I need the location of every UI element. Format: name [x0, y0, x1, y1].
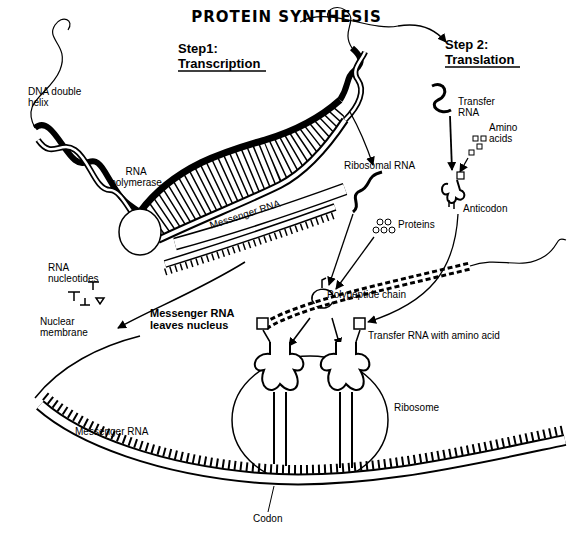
- mrna-backbone: [40, 405, 565, 479]
- dna-helix-strand: [345, 52, 365, 120]
- amino-acid-square: [473, 136, 478, 141]
- flow-arrow: [398, 25, 446, 42]
- protein-dot: [385, 219, 391, 225]
- part-label: Codon: [253, 513, 282, 524]
- rna-polymerase: [119, 209, 161, 255]
- flow-arrow: [450, 116, 452, 170]
- step-heading: Step1: Transcription: [178, 42, 270, 71]
- part-label: Proteins: [398, 219, 435, 230]
- part-label: DNA double helix: [28, 86, 90, 108]
- part-label: Messenger RNA: [75, 426, 148, 437]
- protein-dot: [377, 219, 383, 225]
- flow-arrow: [332, 318, 340, 346]
- flow-arrow: [350, 112, 373, 165]
- dna-strand-end: [31, 19, 70, 128]
- ribosomal-rna: [353, 172, 382, 212]
- ribosome-subunit: [322, 278, 326, 288]
- protein-dots: [373, 219, 395, 233]
- part-label: Nuclear membrane: [40, 316, 98, 338]
- step-heading: Messenger RNA leaves nucleus: [150, 307, 270, 332]
- step-heading: Step 2: Translation: [445, 38, 525, 67]
- part-label: Anticodon: [463, 203, 507, 214]
- part-label: Transfer RNA with amino acid: [368, 330, 500, 341]
- flow-arrow: [336, 237, 374, 289]
- amino-acid-square: [469, 150, 474, 155]
- protein-dot: [389, 227, 395, 233]
- amino-acid-link: [263, 330, 360, 342]
- amino-acid-square: [257, 318, 268, 329]
- transfer-rna: [432, 85, 451, 112]
- amino-acid-square: [481, 136, 486, 141]
- protein-dot: [373, 227, 379, 233]
- diagram-title: PROTEIN SYNTHESIS: [0, 8, 573, 26]
- part-label: Ribosomal RNA: [344, 160, 415, 171]
- transfer-rna: [321, 342, 370, 390]
- part-label: Transfer RNA: [458, 96, 508, 118]
- transfer-rna-stem: [340, 392, 352, 468]
- transfer-rna-stem: [274, 392, 286, 466]
- amino-acid-squares: [469, 136, 486, 155]
- part-label: Ribosome: [394, 402, 439, 413]
- amino-acid-square: [477, 144, 482, 149]
- part-label: RNA polymerase: [106, 166, 166, 188]
- flow-arrow: [460, 158, 468, 172]
- part-label: Amino acids: [489, 122, 529, 144]
- mrna-bases: [165, 215, 335, 272]
- transfer-rna-charged: [442, 180, 464, 203]
- mrna-backbone: [40, 405, 565, 479]
- polypeptide-chain: [470, 239, 566, 266]
- leader-line: [268, 486, 274, 512]
- transfer-rna: [255, 342, 304, 390]
- flow-arrow: [368, 214, 458, 322]
- part-label: Polypeptide chain: [327, 289, 406, 300]
- flow-arrow: [329, 214, 353, 285]
- flow-arrow: [289, 318, 310, 346]
- nuclear-membrane: [35, 336, 140, 398]
- amino-acid-square: [457, 172, 464, 179]
- anticodon-bases: [449, 200, 454, 209]
- part-label: RNA nucleotides: [48, 262, 108, 284]
- ribosome: [232, 356, 388, 484]
- protein-dot: [381, 227, 387, 233]
- amino-acid-square: [354, 318, 365, 329]
- dna-helix-strand: [345, 52, 365, 120]
- rna-nucleotide-symbols: [68, 282, 104, 305]
